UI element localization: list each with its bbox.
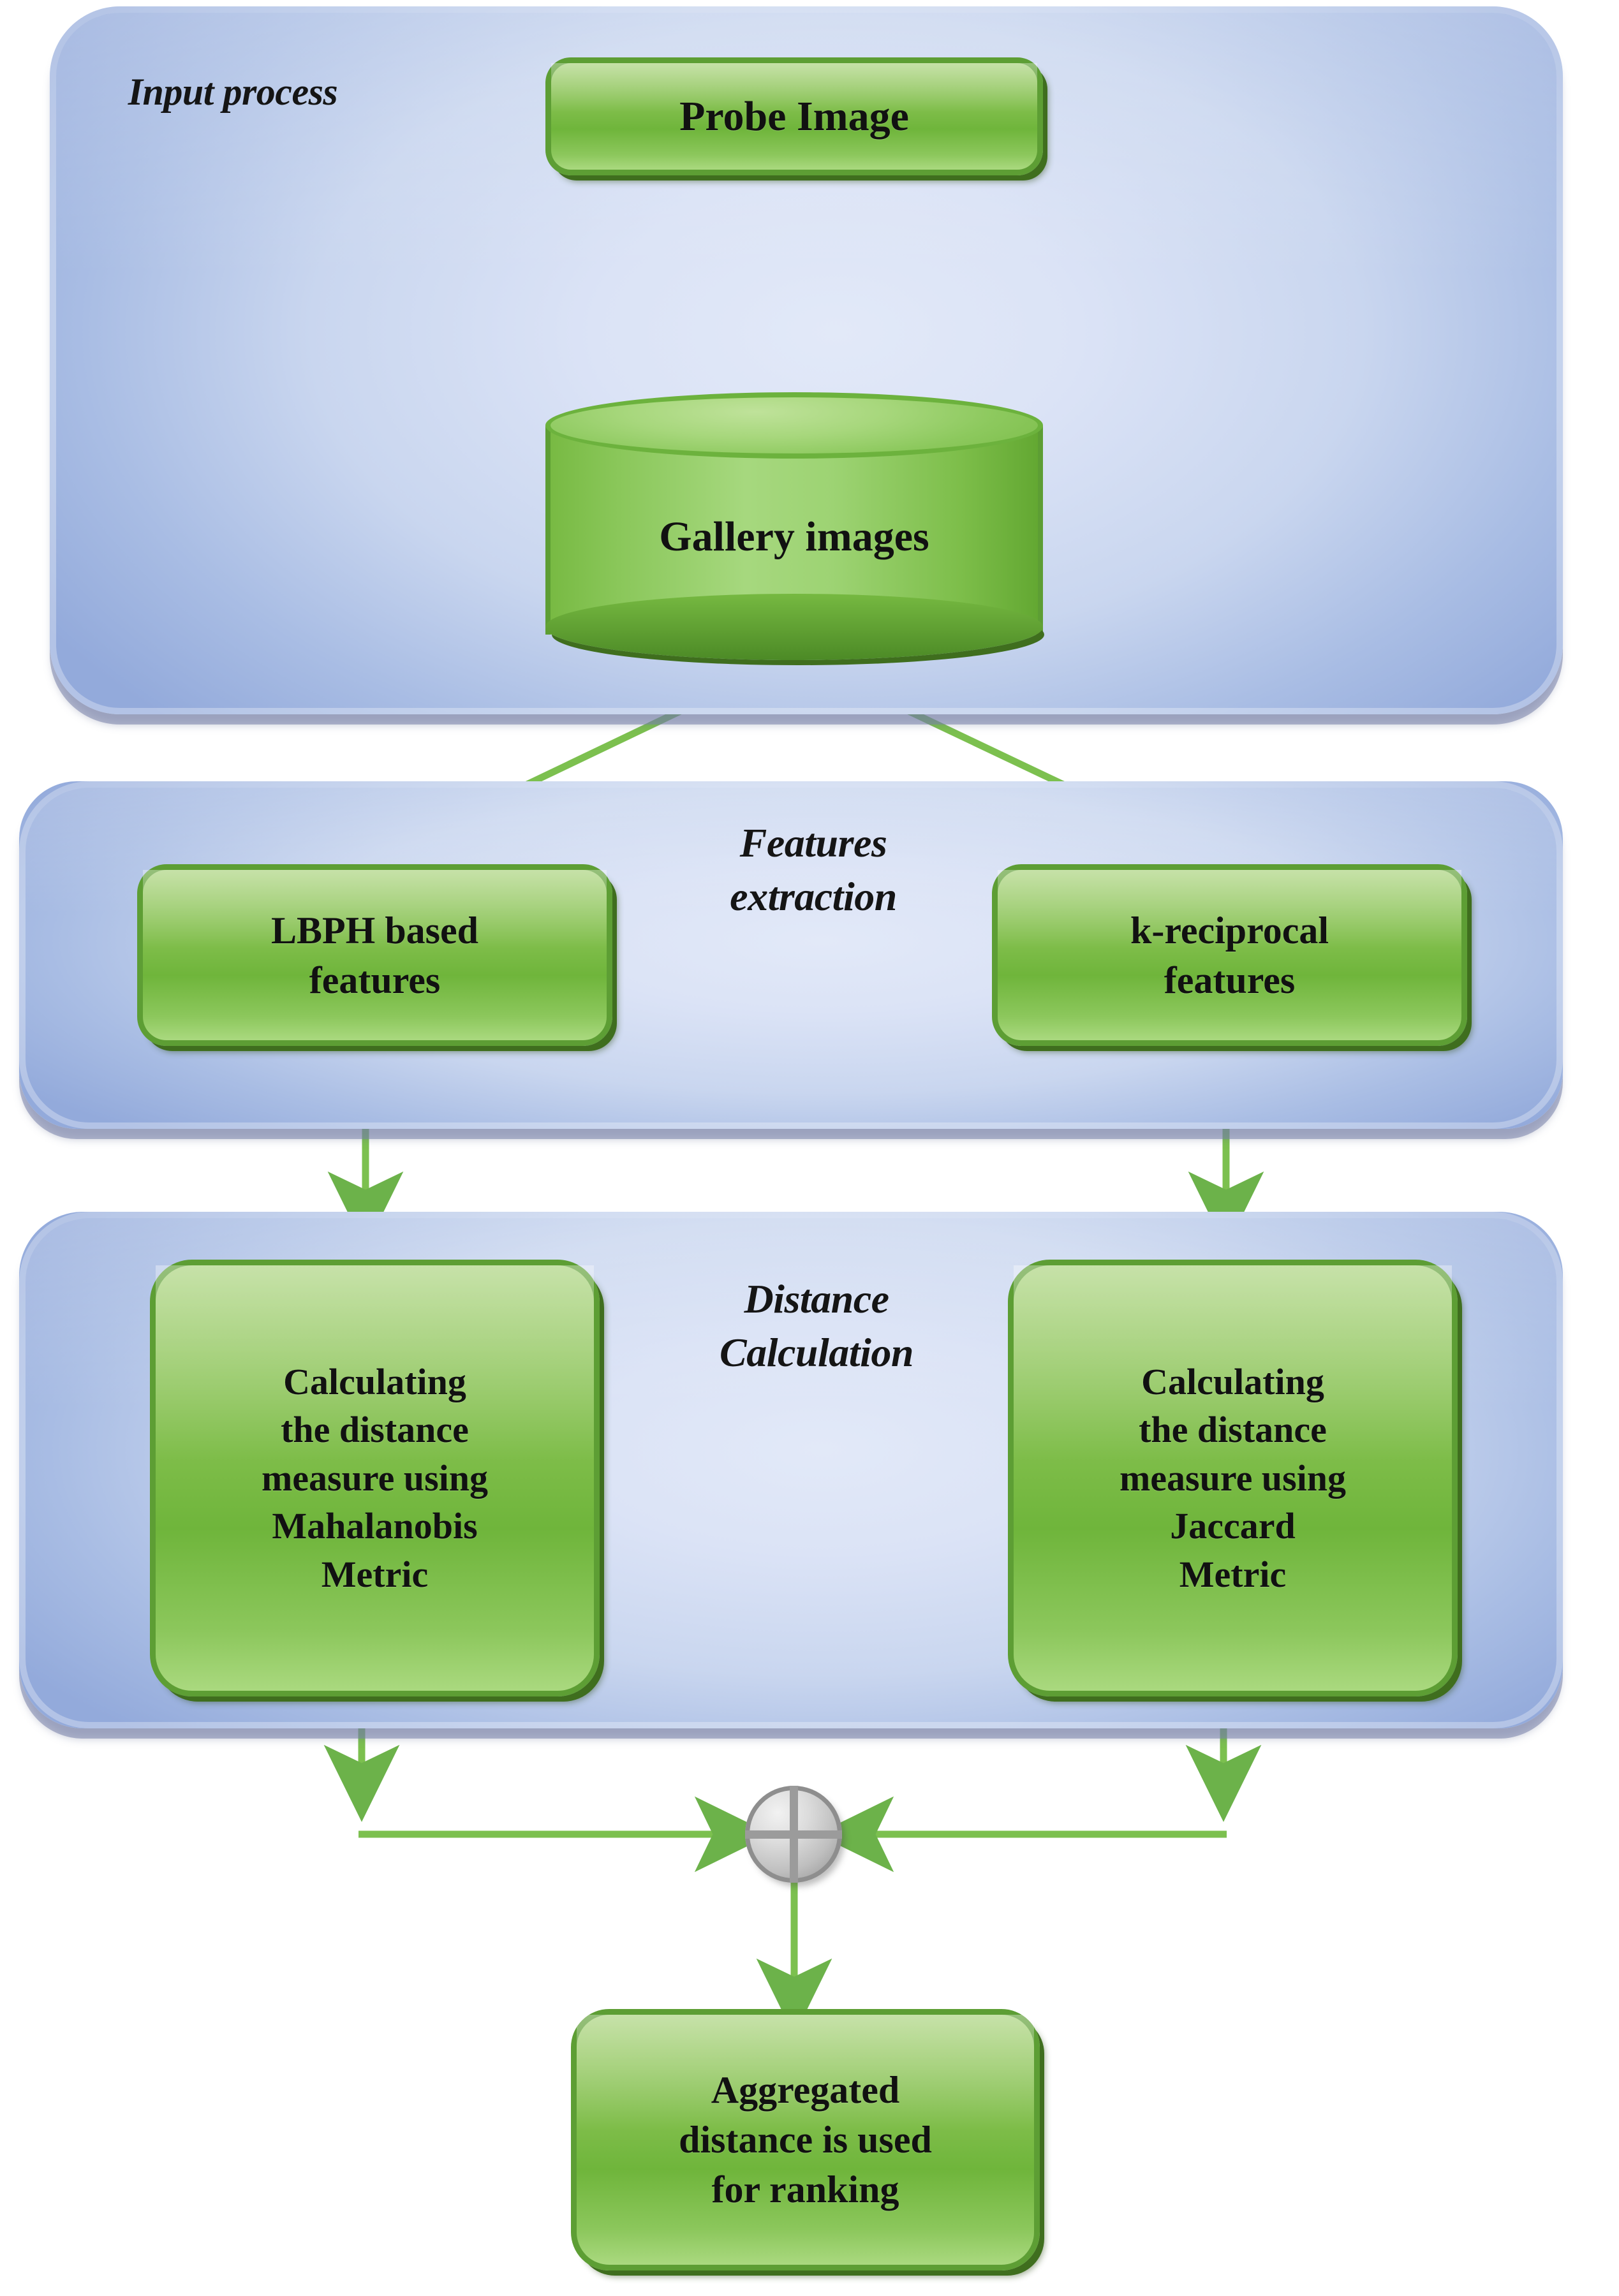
node-kreciprocal-features-label: k-reciprocal features (1130, 909, 1329, 1001)
cylinder-bottom (545, 594, 1043, 660)
node-jaccard-distance[interactable]: Calculating the distance measure using J… (1008, 1260, 1458, 1696)
node-kreciprocal-features[interactable]: k-reciprocal features (992, 864, 1467, 1046)
node-probe-image[interactable]: Probe Image (545, 57, 1043, 175)
node-aggregated-ranking[interactable]: Aggregated distance is used for ranking (571, 2009, 1040, 2270)
node-jaccard-distance-label: Calculating the distance measure using J… (1119, 1361, 1347, 1595)
node-aggregated-ranking-label: Aggregated distance is used for ranking (679, 2069, 932, 2211)
cylinder-top (545, 392, 1043, 459)
node-lbph-features[interactable]: LBPH based features (137, 864, 612, 1046)
section-label-input-process: Input process (128, 71, 338, 113)
node-probe-image-label: Probe Image (679, 92, 909, 140)
node-gallery-images[interactable]: Gallery images (545, 392, 1043, 660)
node-mahalanobis-distance-label: Calculating the distance measure using M… (261, 1361, 489, 1595)
node-mahalanobis-distance[interactable]: Calculating the distance measure using M… (150, 1260, 600, 1696)
plus-vertical-bar (790, 1786, 798, 1883)
node-lbph-features-label: LBPH based features (270, 909, 479, 1001)
section-label-distance-calculation: Distance Calculation (720, 1276, 913, 1376)
node-aggregation-junction[interactable] (745, 1786, 842, 1883)
node-gallery-images-label: Gallery images (659, 513, 929, 560)
section-label-features-extraction: Features extraction (730, 820, 897, 920)
